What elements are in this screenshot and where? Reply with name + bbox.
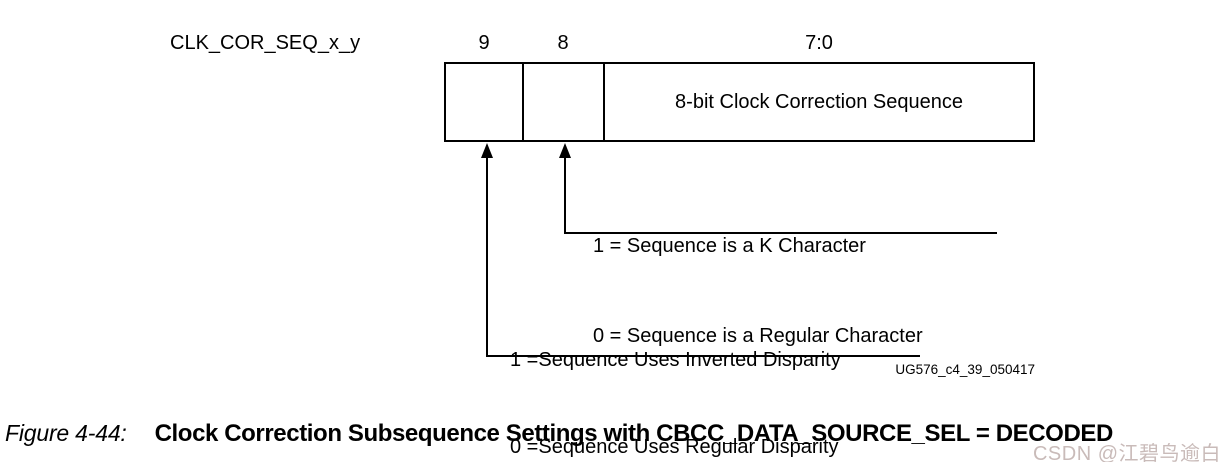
- leader-line-bit9-vertical: [486, 150, 488, 356]
- bitfield-7-0-label: 8-bit Clock Correction Sequence: [675, 90, 963, 113]
- leader-line-bit9-horizontal: [486, 355, 920, 357]
- bit8-callout: 1 = Sequence is a K Character 0 = Sequen…: [593, 171, 923, 411]
- register-name-label: CLK_COR_SEQ_x_y: [170, 32, 361, 54]
- csdn-watermark: CSDN @江碧鸟逾白: [1032, 443, 1221, 462]
- bit9-callout-line1: 1 =Sequence Uses Inverted Disparity: [510, 349, 841, 371]
- bitfield-divider: [603, 64, 605, 140]
- bit9-callout-line2: 0 =Sequence Uses Regular Disparity: [510, 436, 839, 458]
- figure-source-ref: UG576_c4_39_050417: [895, 362, 1035, 377]
- leader-line-bit8-vertical: [564, 150, 566, 233]
- bit8-callout-line2: 0 = Sequence is a Regular Character: [593, 325, 923, 347]
- bitfield-divider: [522, 64, 524, 140]
- bit8-callout-line1: 1 = Sequence is a K Character: [593, 235, 866, 257]
- bit-header-9: 9: [478, 32, 490, 54]
- bit-header-7-0: 7:0: [805, 32, 833, 54]
- leader-line-bit8-horizontal: [564, 232, 997, 234]
- figure-title: Clock Correction Subsequence Settings wi…: [154, 420, 1114, 447]
- bit9-callout: 1 =Sequence Uses Inverted Disparity 0 =S…: [510, 288, 841, 462]
- figure-caption: Figure 4-44: Clock Correction Subsequence…: [5, 420, 1220, 448]
- figure-number: Figure 4-44:: [5, 420, 127, 446]
- register-bitfield-box: 8-bit Clock Correction Sequence: [444, 62, 1035, 142]
- bit-header-8: 8: [557, 32, 569, 54]
